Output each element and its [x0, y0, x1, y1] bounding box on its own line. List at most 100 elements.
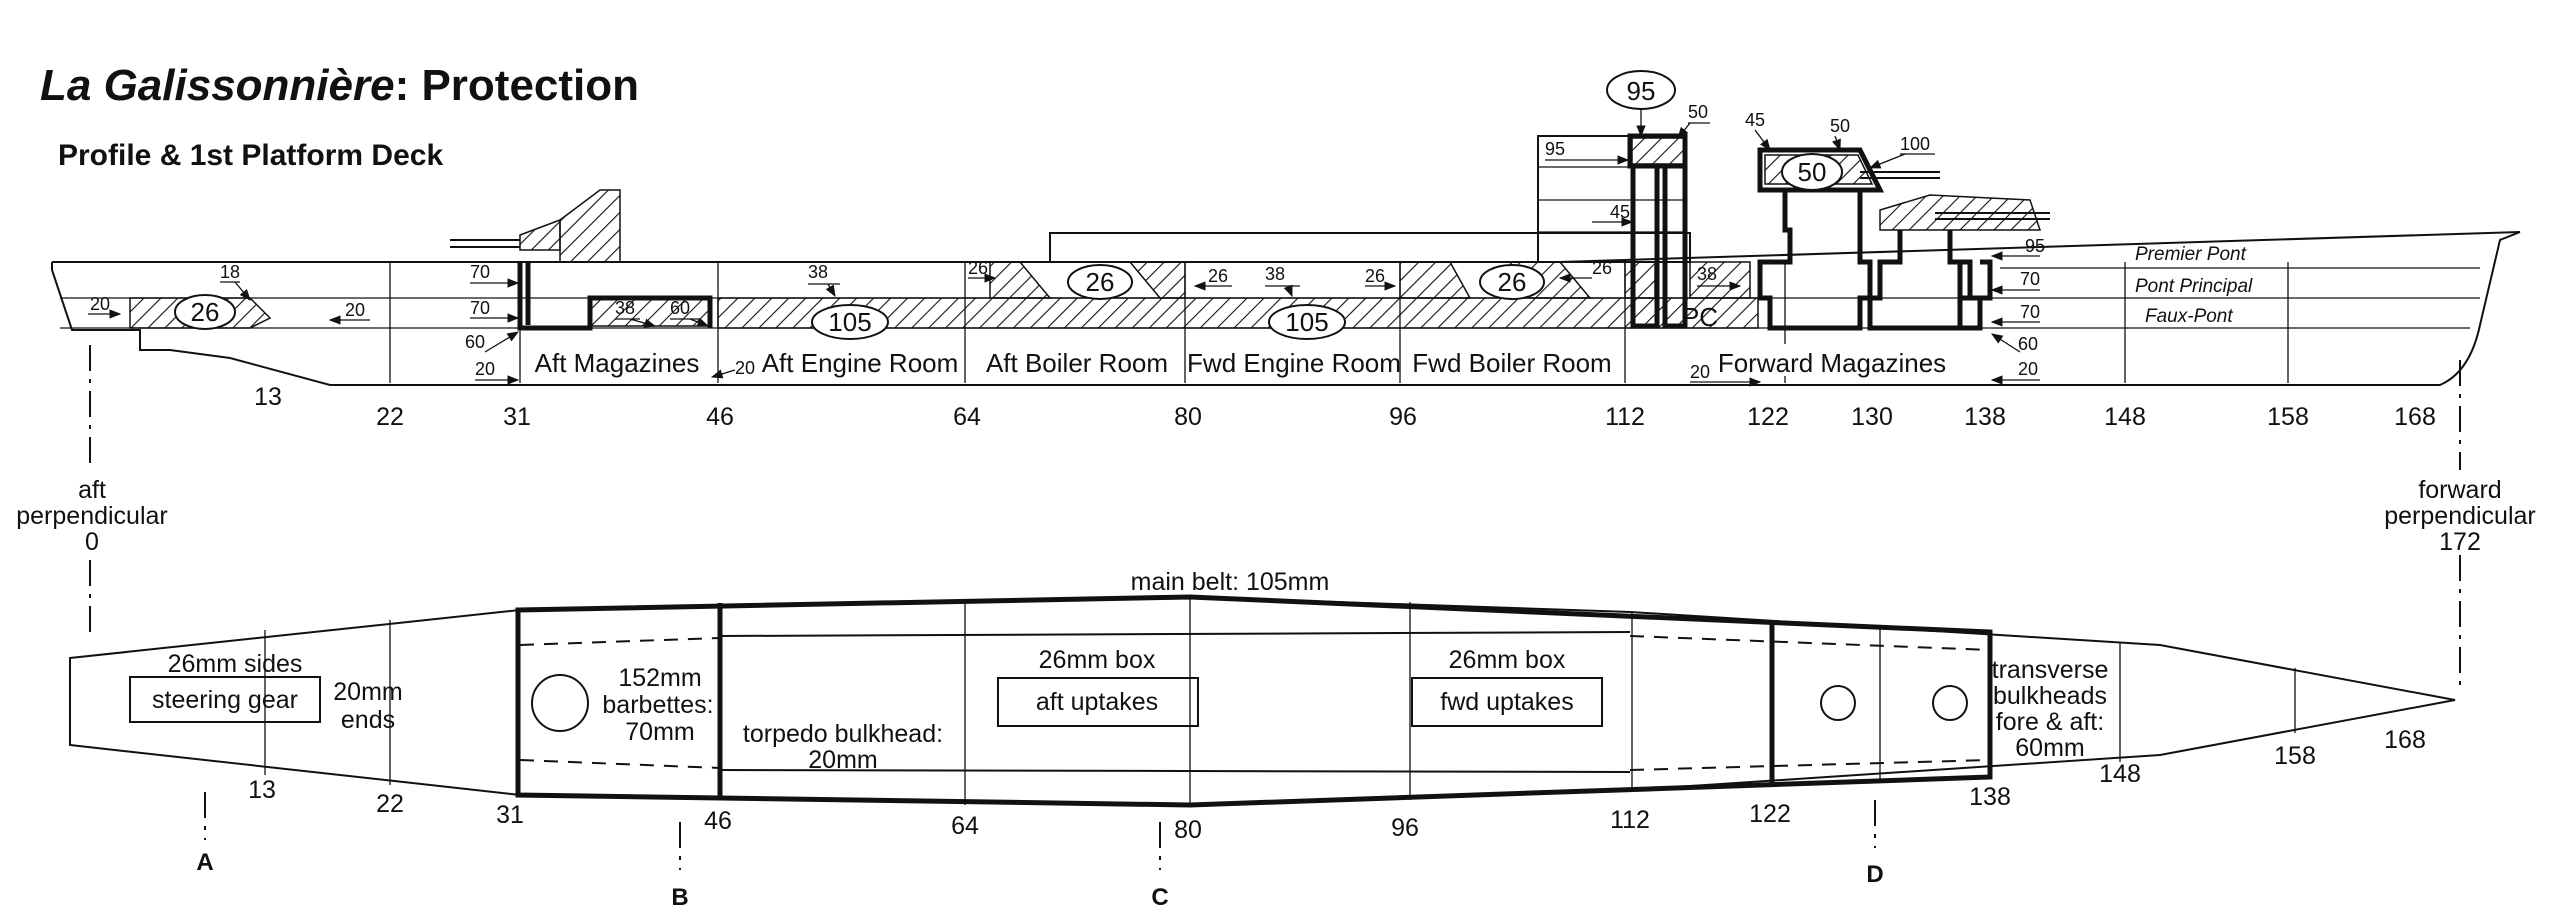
pf-31: 31 [503, 403, 531, 431]
fwd-box-label: 26mm box [1449, 646, 1566, 674]
aft-perpendicular: aft perpendicular 0 [16, 345, 168, 640]
plf-64: 64 [951, 812, 979, 840]
torpedo-label-2: 20mm [808, 746, 877, 774]
t-deck-26d: 26 [1592, 258, 1612, 278]
pf-148: 148 [2104, 403, 2146, 431]
t-fwd-turret-70b: 70 [2020, 302, 2040, 322]
transverse-label-2: bulkheads [1993, 682, 2107, 710]
oval-aft-boiler-26: 26 [1067, 264, 1133, 300]
t-turret-100: 100 [1900, 134, 1930, 154]
plf-138: 138 [1969, 783, 2011, 811]
profile-frame-numbers: 13 22 31 46 64 80 96 112 122 130 138 148… [254, 383, 2436, 431]
pf-22: 22 [376, 403, 404, 431]
compartment-aft-engine-room: Aft Engine Room [762, 348, 959, 378]
svg-text:105: 105 [1285, 307, 1328, 337]
svg-text:26: 26 [1086, 267, 1115, 297]
plan-labels: main belt: 105mm 26mm sides steering gea… [152, 568, 2108, 774]
plf-31: 31 [496, 801, 524, 829]
plf-46: 46 [704, 807, 732, 835]
oval-fwd-belt-105: 105 [1268, 304, 1346, 340]
oval-aft-deck-26: 26 [174, 294, 236, 330]
t-fwd-turret-95: 95 [2025, 236, 2045, 256]
t-aft-mag-60: 60 [670, 298, 690, 318]
ends-label-2: ends [341, 706, 395, 734]
compartment-labels: Aft Magazines Aft Engine Room Aft Boiler… [522, 302, 1946, 378]
barbettes-label-1: 152mm [618, 664, 701, 692]
thickness-labels: 18 20 20 70 70 60 20 38 60 20 38 26 26 3… [88, 102, 2045, 387]
pf-112: 112 [1605, 403, 1645, 431]
t-aft-turret-70b: 70 [470, 298, 490, 318]
oval-conning-tower-95: 95 [1606, 70, 1676, 110]
t-aft-turret-70a: 70 [470, 262, 490, 282]
pf-13: 13 [254, 383, 282, 411]
pf-138: 138 [1964, 403, 2006, 431]
pf-158: 158 [2267, 403, 2309, 431]
pf-168: 168 [2394, 403, 2436, 431]
svg-text:forward: forward [2418, 476, 2501, 504]
t-tower-50: 50 [1688, 102, 1708, 122]
compartment-aft-magazines: Aft Magazines [535, 348, 700, 378]
deck-label-faux-pont: Faux-Pont [2145, 306, 2233, 327]
pf-96: 96 [1389, 403, 1417, 431]
t-aft-turret-60: 60 [465, 332, 485, 352]
plf-148: 148 [2099, 760, 2141, 788]
plan-frame-numbers: 13 22 31 46 64 80 96 112 122 138 148 158… [248, 726, 2426, 844]
barbettes-label-3: 70mm [625, 718, 694, 746]
plf-13: 13 [248, 776, 276, 804]
plf-22: 22 [376, 790, 404, 818]
plf-158: 158 [2274, 742, 2316, 770]
ends-label-1: 20mm [333, 678, 402, 706]
svg-text:50: 50 [1798, 157, 1827, 187]
aft-box-label: 26mm box [1039, 646, 1156, 674]
compartment-forward-magazines: Forward Magazines [1718, 348, 1946, 378]
svg-text:172: 172 [2439, 528, 2481, 556]
transverse-label-4: 60mm [2015, 734, 2084, 762]
oval-aft-belt-105: 105 [811, 304, 889, 340]
compartment-aft-boiler-room: Aft Boiler Room [986, 348, 1168, 378]
oval-turret-50: 50 [1781, 153, 1843, 191]
forward-perpendicular: forward perpendicular 172 [2384, 360, 2536, 690]
t-turret-45b: 45 [1745, 110, 1765, 130]
bridge-tower [1537, 133, 1688, 329]
t-deck-26c: 26 [1365, 266, 1385, 286]
t-tower-45a: 45 [1610, 202, 1630, 222]
fwd-uptakes-label: fwd uptakes [1440, 688, 1573, 716]
plf-96: 96 [1391, 814, 1419, 842]
deck-label-premier-pont: Premier Pont [2135, 244, 2247, 265]
section-b: B [671, 884, 688, 911]
t-aft-20a: 20 [90, 294, 110, 314]
oval-fwd-boiler-26: 26 [1479, 264, 1545, 300]
svg-text:26: 26 [1498, 267, 1527, 297]
pf-130: 130 [1851, 403, 1893, 431]
t-aft-18: 18 [220, 262, 240, 282]
t-deck-38a: 38 [808, 262, 828, 282]
armour-ovals: 26 105 26 105 26 95 50 [174, 70, 1843, 340]
t-aft-20b: 20 [345, 300, 365, 320]
deck-names: Premier Pont Pont Principal Faux-Pont [2135, 244, 2253, 327]
section-a: A [196, 849, 213, 876]
barbettes-label-2: barbettes: [602, 691, 713, 719]
section-c: C [1151, 884, 1168, 911]
t-turret-50b: 50 [1830, 116, 1850, 136]
t-aft-engine-20: 20 [735, 358, 755, 378]
svg-text:26: 26 [191, 297, 220, 327]
pc-label: PC [1682, 302, 1718, 332]
diagram-subtitle: Profile & 1st Platform Deck [58, 139, 443, 172]
t-fwd-mag-20: 20 [1690, 362, 1710, 382]
plf-122: 122 [1749, 800, 1791, 828]
pf-122: 122 [1747, 403, 1789, 431]
diagram-title: La Galissonnière: Protection [40, 61, 639, 110]
pf-46: 46 [706, 403, 734, 431]
plf-168: 168 [2384, 726, 2426, 754]
compartment-fwd-engine-room: Fwd Engine Room [1187, 348, 1401, 378]
pf-64: 64 [953, 403, 981, 431]
t-fwd-turret-60: 60 [2018, 334, 2038, 354]
t-deck-38c: 38 [1697, 264, 1717, 284]
svg-text:perpendicular: perpendicular [16, 502, 168, 530]
svg-text:0: 0 [85, 528, 99, 556]
steering-sides-label: 26mm sides [168, 650, 303, 678]
t-aft-turret-20: 20 [475, 359, 495, 379]
t-aft-mag-38: 38 [615, 298, 635, 318]
pf-80: 80 [1174, 403, 1202, 431]
